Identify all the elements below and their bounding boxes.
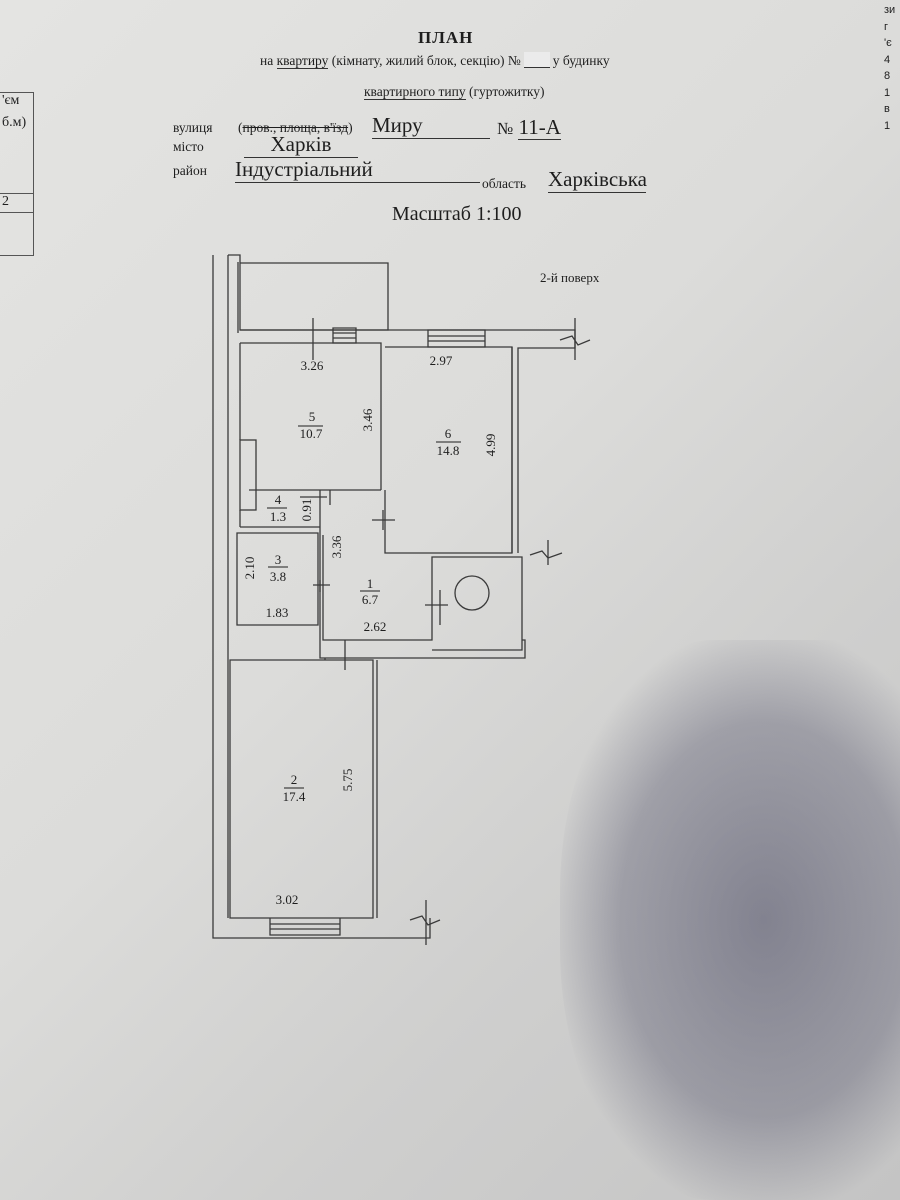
ventilation-shaft-icon <box>454 575 490 611</box>
dim-r6-length: 4.99 <box>483 434 498 457</box>
room-4-area: 1.3 <box>270 509 286 524</box>
dim-r3-width: 1.83 <box>266 605 289 620</box>
dim-r5-length: 3.46 <box>360 408 375 431</box>
room-3-number: 3 <box>275 552 282 567</box>
dim-r5-width: 3.26 <box>301 358 324 373</box>
page-title: ПЛАН <box>418 28 474 47</box>
table-cell: б.м) <box>0 115 33 194</box>
area-fraction-lines <box>267 425 461 789</box>
apartment-line: на квартиру (кімнату, жилий блок, секцію… <box>260 52 610 69</box>
street-label: вулиця <box>173 120 213 135</box>
district-label: район <box>173 163 207 178</box>
object-type: квартиру <box>276 53 329 69</box>
text: ) <box>348 120 353 135</box>
stove-icon <box>239 439 257 511</box>
left-table-fragment: 'єм б.м) 2 <box>0 92 34 256</box>
region-label: область <box>482 176 527 191</box>
street-type: (пров., площа, в'їзд) <box>238 120 353 136</box>
fragment-text: 'є <box>884 37 892 49</box>
walls <box>212 254 591 945</box>
number-value: 11-А <box>518 115 561 140</box>
text: (гуртожитку) <box>468 84 545 99</box>
text: у будинку <box>552 53 610 68</box>
dim-r6-width: 2.97 <box>430 353 453 368</box>
text: (кімнату, жилий блок, секцію) № <box>331 53 521 68</box>
dim-r3-length: 2.10 <box>242 557 257 580</box>
building-type: квартирного типу <box>364 84 466 100</box>
room-5-number: 5 <box>309 409 316 424</box>
fragment-text: г <box>884 20 889 33</box>
table-cell: 2 <box>0 194 33 213</box>
fragment-text: 1 <box>884 119 891 132</box>
room-2-area: 17.4 <box>283 789 306 804</box>
room-2-number: 2 <box>291 772 298 787</box>
text: на <box>260 53 274 68</box>
city-label: місто <box>173 139 204 154</box>
fragment-text: 1 <box>884 86 891 99</box>
dim-r4-width: 0.91 <box>299 499 314 522</box>
fragment-text: 8 <box>884 70 891 82</box>
fragment-text: в <box>884 103 890 115</box>
text: № <box>497 119 514 138</box>
fragment-text: 4 <box>884 53 891 66</box>
room-6-number: 6 <box>445 426 452 441</box>
struck-text: пров., площа, в'їзд <box>242 120 349 135</box>
right-column-fragment: зи г 'є 4 8 1 в 1 <box>884 2 898 134</box>
floor-label: 2-й поверх <box>540 270 600 285</box>
dim-r1-length: 3.36 <box>329 535 344 558</box>
dim-r2-length: 5.75 <box>340 769 355 792</box>
street-value: Миру <box>372 113 490 139</box>
fragment-text: зи <box>884 4 896 16</box>
scale: Масштаб 1:100 <box>392 203 522 225</box>
room-6-area: 14.8 <box>437 443 460 458</box>
dim-r2-width: 3.02 <box>276 892 299 907</box>
building-type-line: квартирного типу (гуртожитку) <box>364 84 545 100</box>
room-3-area: 3.8 <box>270 569 286 584</box>
district-value: Індустріальний <box>235 157 480 183</box>
city-value: Харків <box>244 132 358 158</box>
apartment-number-redacted <box>523 52 550 68</box>
dim-r1-width: 2.62 <box>364 619 387 634</box>
region-value: Харківська <box>548 167 647 193</box>
text: ( <box>238 120 243 135</box>
building-number: № 11-А <box>497 115 561 140</box>
room-1-area: 6.7 <box>362 592 379 607</box>
room-5-area: 10.7 <box>300 426 323 441</box>
room-4-number: 4 <box>275 492 282 507</box>
table-cell: 'єм <box>2 93 20 108</box>
room-1-number: 1 <box>367 576 374 591</box>
